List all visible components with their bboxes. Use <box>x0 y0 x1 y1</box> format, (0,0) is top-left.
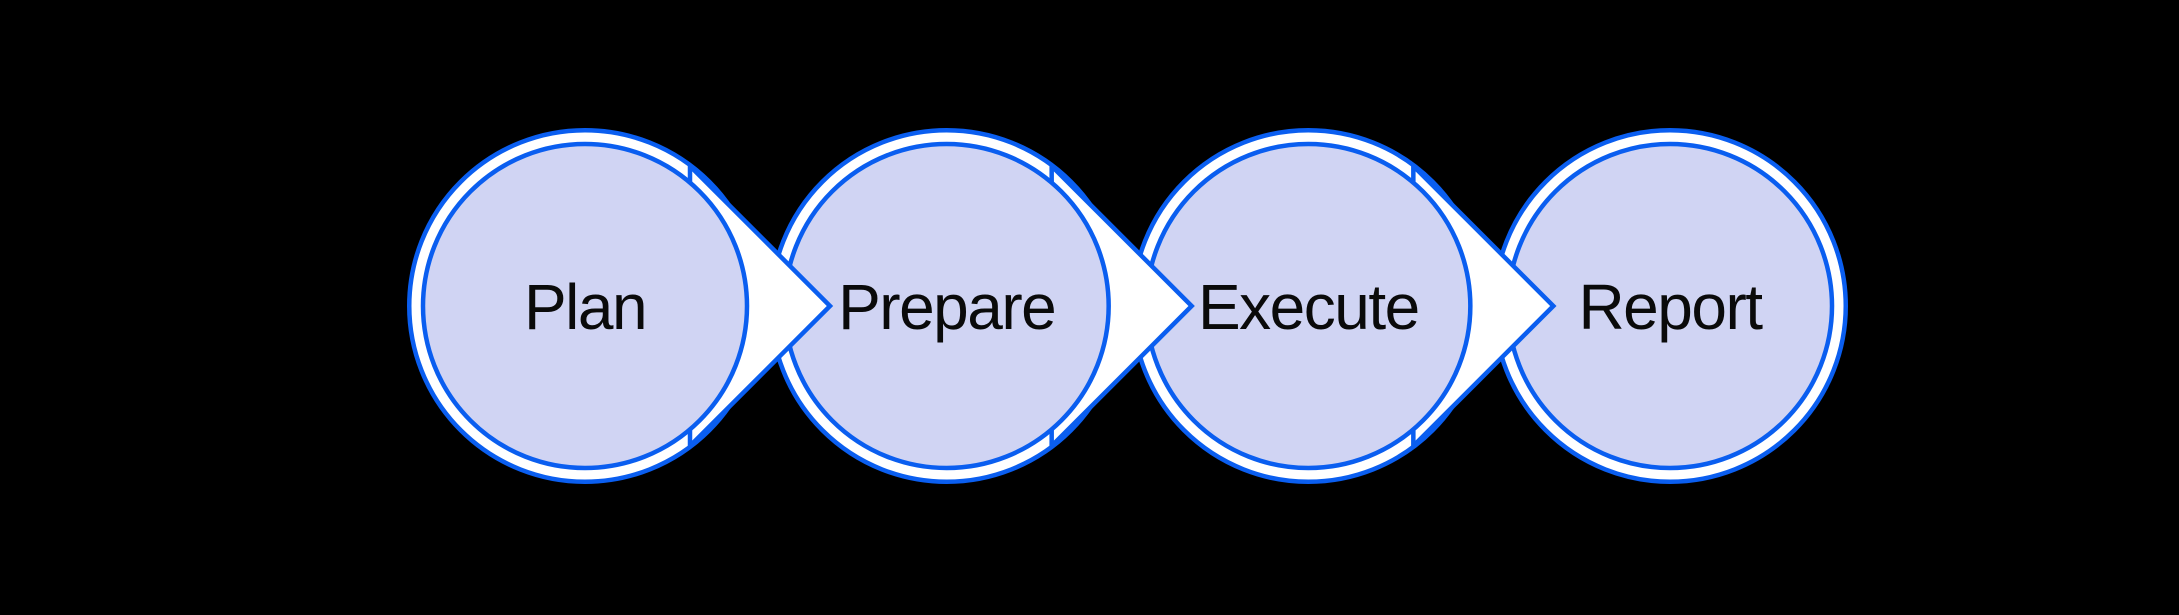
step-label-prepare: Prepare <box>838 271 1055 343</box>
step-label-execute: Execute <box>1198 271 1419 343</box>
step-label-plan: Plan <box>524 271 646 343</box>
step-inner-circle-plan <box>420 141 750 471</box>
step-label-report: Report <box>1578 271 1763 343</box>
